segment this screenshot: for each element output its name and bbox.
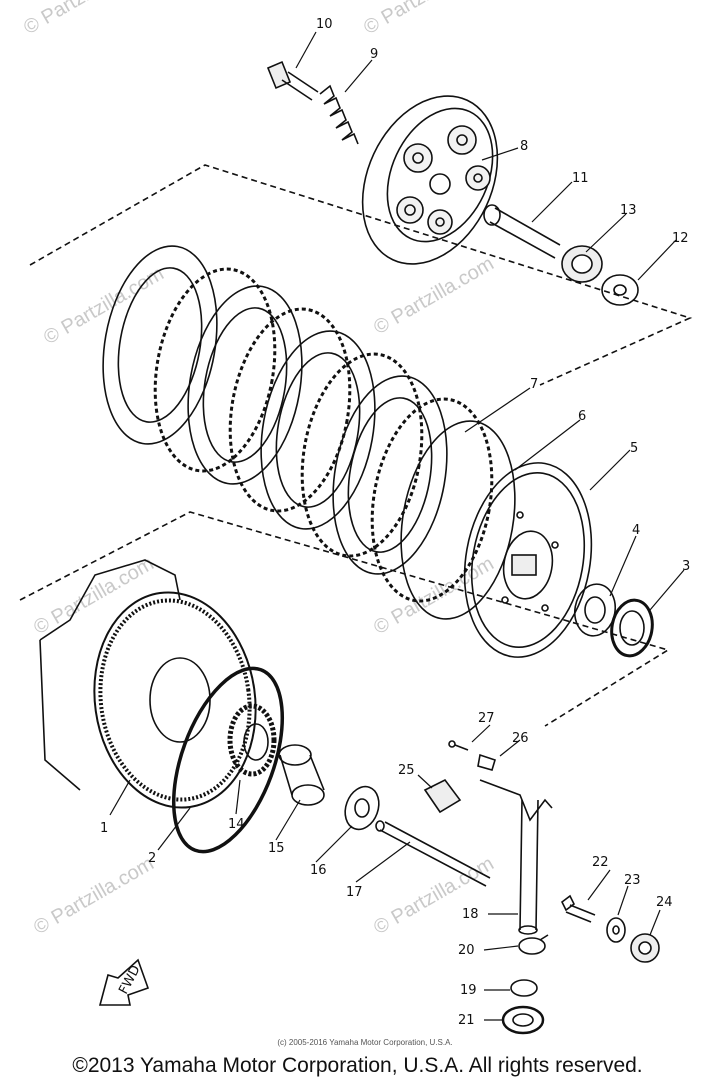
callout-25: 25	[398, 763, 415, 778]
part-1-clutch-housing	[39, 559, 257, 809]
callout-2: 2	[148, 851, 156, 866]
part-11-push-rod	[483, 204, 561, 259]
part-3-thrust-plate	[610, 598, 654, 658]
part-24-nut	[630, 933, 660, 963]
callout-5: 5	[630, 441, 638, 456]
callout-15: 15	[268, 841, 285, 856]
callout-16: 16	[310, 863, 327, 878]
callout-3: 3	[682, 559, 690, 574]
part-27-pin	[448, 740, 469, 751]
part-2-o-ring	[171, 666, 285, 854]
callout-22: 22	[592, 855, 609, 870]
part-18-push-lever-shaft	[479, 779, 553, 935]
callout-7: 7	[530, 377, 538, 392]
callout-17: 17	[346, 885, 363, 900]
callout-26: 26	[512, 731, 529, 746]
part-22-adjust-screw	[560, 894, 596, 923]
part-9-spring	[319, 84, 359, 145]
dashed-frame-upper	[29, 164, 693, 386]
dashed-frame-lower	[19, 511, 670, 727]
part-5-clutch-boss	[463, 462, 593, 658]
callout-11: 11	[572, 171, 589, 186]
copyright-notice: ©2013 Yamaha Motor Corporation, U.S.A. A…	[72, 1054, 643, 1077]
part-20-return-spring	[518, 934, 549, 955]
callout-14: 14	[228, 817, 245, 832]
callout-23: 23	[624, 873, 641, 888]
part-13-nut	[561, 245, 603, 283]
small-copyright: (c) 2005-2016 Yamaha Motor Corporation, …	[277, 1038, 453, 1047]
callout-9: 9	[370, 47, 378, 62]
part-12-washer	[601, 274, 639, 306]
part-21-oil-seal	[501, 1005, 545, 1035]
part-10-pushrod	[266, 60, 319, 101]
callout-18: 18	[462, 907, 479, 922]
fwd-arrow	[98, 958, 150, 1006]
callout-19: 19	[460, 983, 477, 998]
callout-13: 13	[620, 203, 637, 218]
callout-6: 6	[578, 409, 586, 424]
part-8-pressure-plate	[361, 95, 499, 265]
part-26-screw	[477, 753, 496, 771]
callout-1: 1	[100, 821, 108, 836]
part-19-ring	[510, 979, 538, 997]
callout-20: 20	[458, 943, 475, 958]
part-15-spacer	[278, 744, 325, 806]
callout-4: 4	[632, 523, 640, 538]
callout-8: 8	[520, 139, 528, 154]
callout-24: 24	[656, 895, 673, 910]
part-25-block	[423, 778, 462, 814]
leader-lines	[109, 31, 685, 1021]
part-17-push-rod	[375, 820, 491, 887]
callout-27: 27	[478, 711, 495, 726]
part-16-washer	[344, 785, 380, 831]
fwd-label: FWD	[116, 963, 143, 997]
part-14-gear	[227, 703, 277, 777]
callout-21: 21	[458, 1013, 475, 1028]
callout-10: 10	[316, 17, 333, 32]
part-23-washer	[606, 917, 626, 943]
callout-12: 12	[672, 231, 689, 246]
friction-plate-stack	[102, 245, 516, 620]
